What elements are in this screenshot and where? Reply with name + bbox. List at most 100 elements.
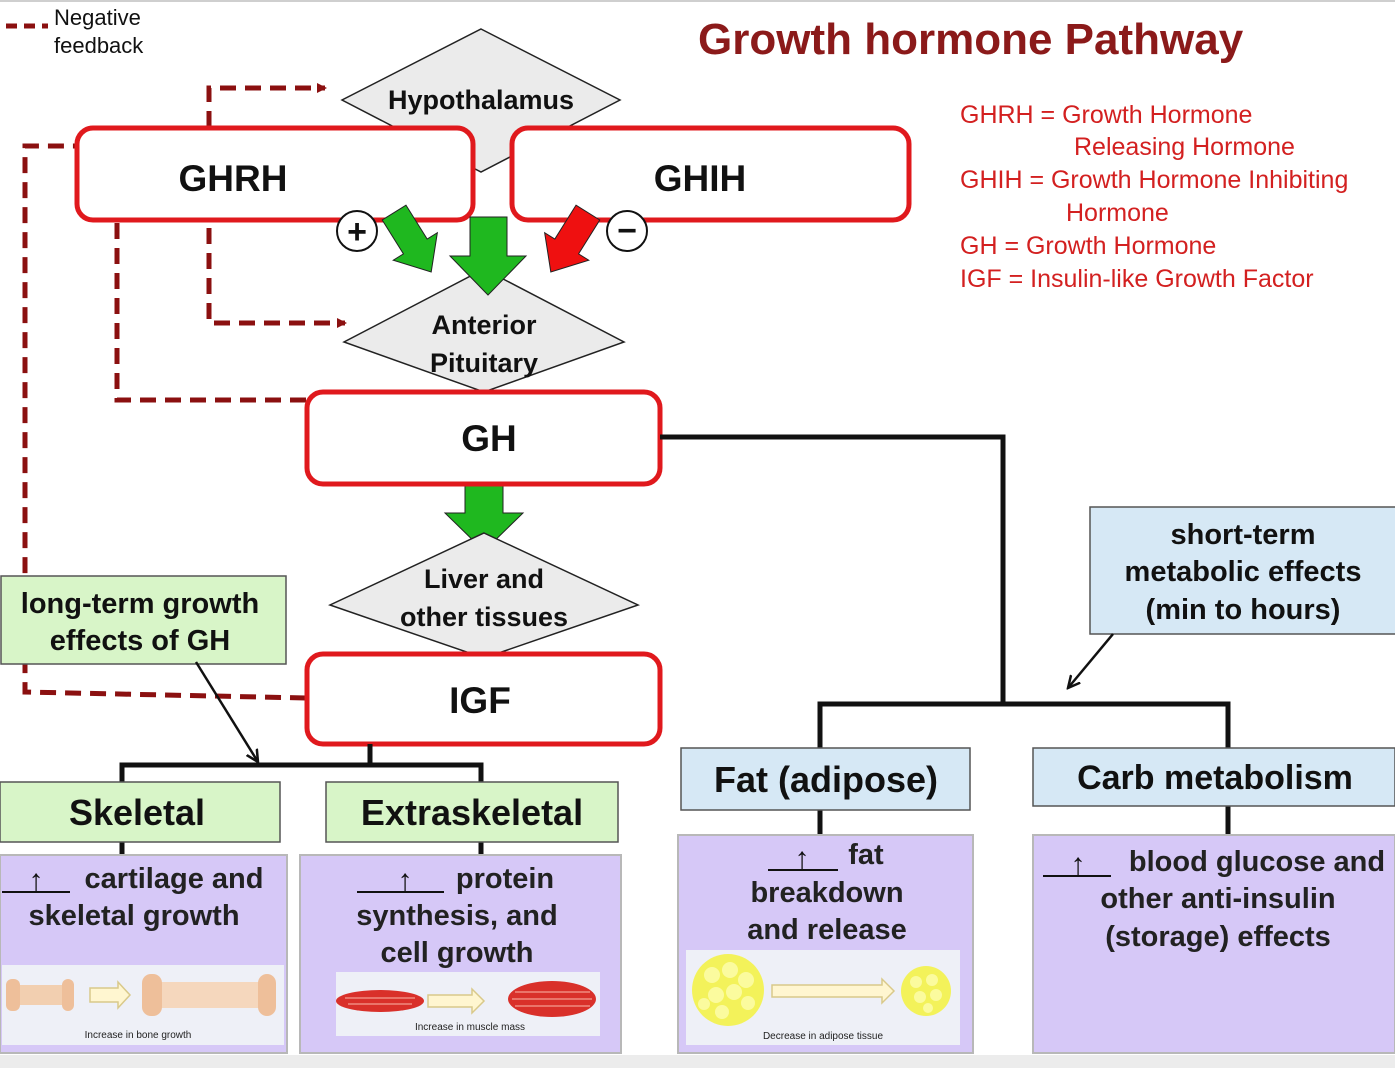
category-extraskeletal: Extraskeletal: [325, 781, 619, 843]
skeletal-up-arrow-icon: ↑: [29, 864, 44, 897]
short-term-line1: short-term: [1170, 519, 1315, 551]
igf-box: [304, 651, 663, 747]
skeletal-arrow-icon: [89, 980, 132, 1010]
effect-extraskeletal: ↑ protein synthesis, and cell growth Inc…: [299, 854, 622, 1054]
definition-ghrh-cont: Releasing Hormone: [1074, 133, 1295, 161]
extraskeletal-up-arrow-icon: ↑: [398, 864, 413, 897]
carb-effect-line1: blood glucose and: [1129, 846, 1385, 878]
skeletal-effect-line2: skeletal growth: [28, 900, 239, 932]
hypothalamus-diamond: [340, 28, 622, 173]
carb-header-box: [1032, 747, 1395, 807]
short-term-box: [1089, 506, 1395, 635]
igf-label: IGF: [449, 680, 511, 721]
adipose-large-icon: [692, 954, 764, 1026]
long-term-callout: long-term growth effects of GH: [0, 575, 287, 762]
definition-ghrh: GHRH = Growth Hormone: [960, 101, 1252, 129]
skeletal-header: Skeletal: [69, 792, 205, 833]
definition-ghih: GHIH = Growth Hormone Inhibiting: [960, 166, 1348, 194]
category-skeletal: Skeletal: [0, 781, 281, 843]
feedback-igf-to-ghrh: [22, 143, 307, 701]
carb-effect-line2: other anti-insulin: [1100, 883, 1335, 915]
feedback-gh-to-ghrh: [114, 222, 306, 403]
extraskeletal-arrow-icon: [427, 987, 486, 1015]
extraskeletal-effect-line3: cell growth: [380, 937, 533, 969]
legend-line2: feedback: [54, 33, 144, 58]
fat-effect-line3: and release: [747, 914, 907, 946]
extraskeletal-header: Extraskeletal: [361, 792, 583, 833]
fat-arrow-icon: [771, 977, 896, 1005]
muscle-large-icon: [508, 981, 596, 1017]
category-fat: Fat (adipose): [680, 747, 971, 811]
red-arrow-inhibit: [543, 204, 601, 273]
ghrh-label: GHRH: [179, 158, 288, 199]
carb-effect-line3: (storage) effects: [1105, 921, 1331, 953]
effect-skeletal: ↑ cartilage and skeletal growth Increase…: [0, 854, 288, 1054]
carb-header: Carb metabolism: [1077, 759, 1353, 797]
effect-fat: ↑ fat breakdown and release Decrease in …: [677, 834, 974, 1054]
extraskeletal-effect-line1: protein: [456, 863, 554, 895]
definition-igf: IGF = Insulin-like Growth Factor: [960, 265, 1314, 293]
feedback-ghrh-to-pituitary: [206, 228, 347, 328]
fat-header: Fat (adipose): [714, 759, 938, 800]
muscle-small-icon: [336, 990, 424, 1012]
feedback-ghrh-to-hypothalamus: [206, 83, 327, 127]
long-term-line1: long-term growth: [21, 588, 259, 620]
extraskeletal-caption: Increase in muscle mass: [415, 1022, 525, 1033]
bone-large-icon: [142, 974, 276, 1016]
hypothalamus-node: Hypothalamus: [340, 28, 622, 173]
extraskeletal-header-box: [325, 781, 619, 843]
bone-small-icon: [6, 979, 74, 1011]
liver-line1: Liver and: [424, 564, 544, 594]
metabolic-branch-line: [817, 701, 1231, 748]
anterior-pituitary-line1: Anterior: [431, 310, 537, 340]
effect-carb: ↑ blood glucose and other anti-insulin (…: [1032, 834, 1395, 1054]
carb-up-arrow-icon: ↑: [1071, 848, 1086, 881]
gh-node: GH: [304, 389, 663, 487]
skeletal-header-box: [0, 781, 281, 843]
liver-diamond: [328, 532, 640, 659]
long-term-box: [0, 575, 287, 665]
green-arrow-center: [448, 216, 528, 296]
short-term-line3: (min to hours): [1146, 594, 1341, 626]
ghih-box: [509, 125, 912, 223]
liver-line2: other tissues: [400, 602, 568, 632]
hormone-arrows: [381, 204, 601, 552]
fat-caption: Decrease in adipose tissue: [763, 1031, 884, 1042]
fat-up-arrow-icon: ↑: [795, 842, 810, 875]
legend-line1: Negative: [54, 5, 141, 30]
short-term-callout: short-term metabolic effects (min to hou…: [1068, 506, 1395, 688]
page-title: Growth hormone Pathway: [698, 15, 1244, 64]
bottom-strip: [0, 1055, 1395, 1068]
ghih-node: GHIH: [509, 125, 912, 223]
carb-effect-box: [1032, 834, 1395, 1054]
igf-node: IGF: [304, 651, 663, 747]
ghrh-box: [74, 125, 476, 223]
adipose-small-icon: [901, 966, 951, 1016]
liver-node: Liver and other tissues: [328, 532, 640, 659]
hypothalamus-label: Hypothalamus: [388, 85, 574, 115]
long-term-pointer: [194, 661, 258, 762]
extraskeletal-effect-line2: synthesis, and: [356, 900, 557, 932]
fat-header-box: [680, 747, 971, 811]
definitions: GHRH = Growth Hormone Releasing Hormone …: [960, 101, 1348, 293]
anterior-pituitary-line2: Pituitary: [430, 348, 538, 378]
fat-effect-line1: fat: [848, 839, 884, 871]
gh-label: GH: [461, 418, 517, 459]
short-term-pointer: [1068, 633, 1114, 688]
minus-icon: −: [617, 212, 637, 250]
long-term-line2: effects of GH: [50, 625, 230, 657]
growth-branch-line: [119, 762, 484, 782]
short-term-line2: metabolic effects: [1125, 556, 1362, 588]
legend: Negative feedback: [6, 5, 144, 58]
ghih-label: GHIH: [654, 158, 747, 199]
fat-effect-line2: breakdown: [750, 877, 903, 909]
category-carb: Carb metabolism: [1032, 747, 1395, 807]
definition-gh: GH = Growth Hormone: [960, 232, 1216, 260]
green-arrow-left: [381, 204, 439, 273]
definition-ghih-cont: Hormone: [1066, 199, 1169, 227]
feedback-lines: [22, 83, 347, 701]
plus-icon: +: [347, 213, 367, 251]
ghrh-node: GHRH: [74, 125, 476, 223]
skeletal-caption: Increase in bone growth: [85, 1030, 192, 1041]
